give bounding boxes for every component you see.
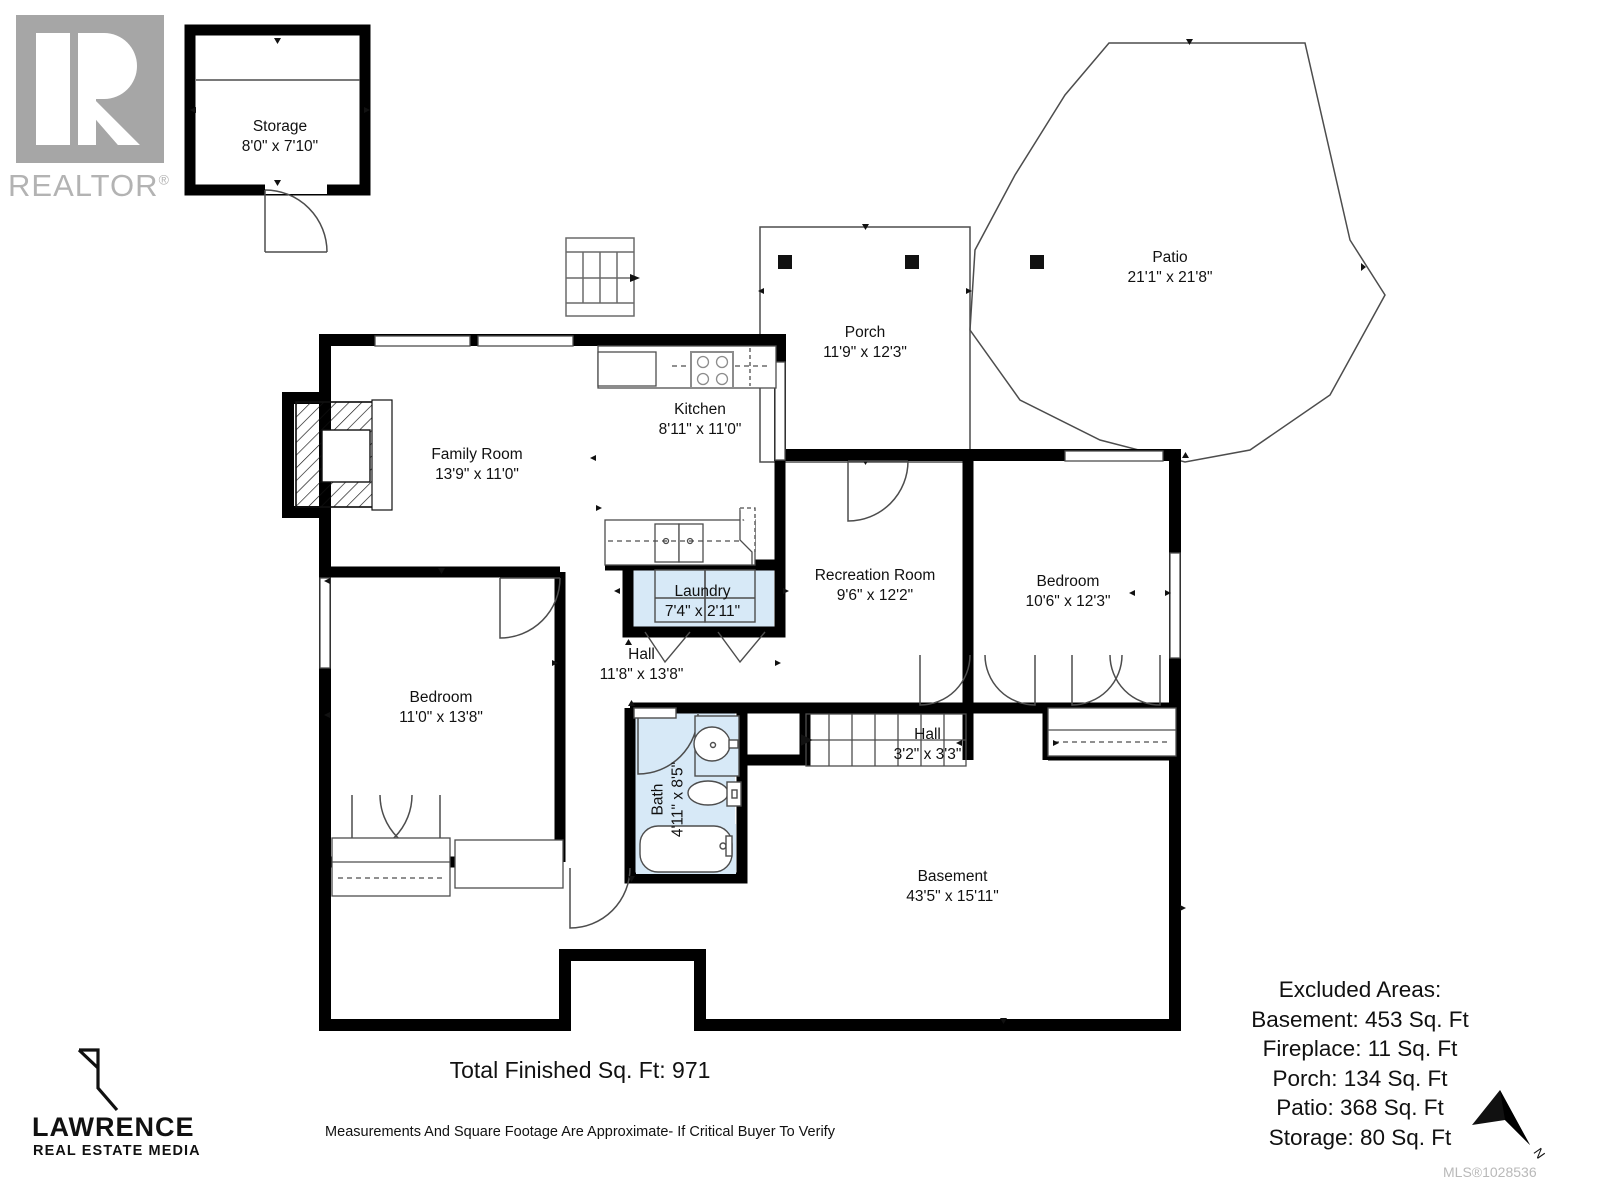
closet-shelves [331, 707, 1177, 897]
room-dims-bath: 4'11" x 8'5" [669, 761, 686, 838]
upper-stair-element [565, 237, 640, 317]
lawrence-subtitle: REAL ESTATE MEDIA [33, 1143, 201, 1159]
room-label-hall-main: Hall 11'8" x 13'8" [554, 645, 729, 684]
room-name-hall-small: Hall [914, 726, 941, 743]
room-dims-basement: 43'5" x 15'11" [906, 887, 999, 905]
room-name-porch: Porch [844, 324, 886, 341]
room-label-recreation: Recreation Room 9'6" x 12'2" [785, 566, 965, 605]
windows [319, 335, 1181, 669]
realtor-registered-icon: ® [158, 171, 170, 188]
laundry-appliances [654, 569, 756, 623]
fireplace [295, 399, 393, 511]
realtor-wordmark: REALTOR® [8, 168, 170, 204]
room-label-storage: Storage 8'0" x 7'10" [195, 117, 365, 156]
room-label-basement: Basement 43'5" x 15'11" [865, 867, 1040, 906]
bath-fixtures [633, 707, 742, 874]
room-name-laundry: Laundry [674, 583, 731, 600]
room-name-basement: Basement [917, 868, 988, 885]
room-label-porch: Porch 11'9" x 12'3" [780, 323, 950, 362]
room-name-family-room: Family Room [431, 446, 523, 463]
basement-stairs [800, 713, 967, 767]
room-dims-bedroom-right: 10'6" x 12'3" [1025, 592, 1111, 610]
house-outer-walls [282, 334, 1181, 1031]
excluded-area-fireplace: Fireplace: 11 Sq. Ft [1262, 1036, 1458, 1061]
porch-post [905, 255, 919, 269]
mls-watermark: MLS®1028536 [1443, 1164, 1537, 1180]
room-dims-hall-small: 3'2" x 3'3" [893, 745, 962, 763]
room-name-recreation: Recreation Room [814, 567, 936, 584]
room-label-family-room: Family Room 13'9" x 11'0" [387, 445, 567, 484]
room-name-bedroom-right: Bedroom [1036, 573, 1100, 590]
room-dims-hall-main: 11'8" x 13'8" [599, 665, 684, 683]
realtor-logo: REALTOR® [8, 10, 188, 203]
room-name-storage: Storage [252, 118, 308, 135]
excluded-area-basement: Basement: 453 Sq. Ft [1251, 1006, 1469, 1032]
room-label-hall-small: Hall 3'2" x 3'3" [845, 725, 1010, 764]
room-dims-kitchen: 8'11" x 11'0" [658, 420, 742, 438]
room-name-kitchen: Kitchen [674, 401, 726, 418]
room-name-bath: Bath [649, 783, 667, 816]
porch-post [778, 255, 792, 269]
room-name-bedroom-left: Bedroom [409, 689, 473, 706]
laundry-pointers [644, 631, 766, 664]
room-dims-recreation: 9'6" x 12'2" [836, 586, 914, 604]
excluded-area-porch: Porch: 134 Sq. Ft [1272, 1065, 1448, 1091]
lawrence-house-icon [77, 1048, 119, 1112]
room-label-patio: Patio 21'1" x 21'8" [1085, 248, 1255, 287]
room-dims-porch: 11'9" x 12'3" [823, 343, 907, 361]
excluded-areas-block: Excluded Areas: Basement: 453 Sq. Ft Fir… [1150, 975, 1570, 1152]
realtor-r-glyph [36, 33, 140, 145]
room-name-hall-main: Hall [628, 646, 655, 663]
room-dims-patio: 21'1" x 21'8" [1127, 268, 1213, 286]
storage-shed [184, 24, 371, 253]
total-finished-sqft: Total Finished Sq. Ft: 971 [449, 1057, 711, 1083]
room-label-laundry: Laundry 7'4" x 2'11" [615, 582, 790, 621]
porch-post [1030, 255, 1044, 269]
measurement-disclaimer: Measurements And Square Footage Are Appr… [325, 1124, 835, 1140]
excluded-area-storage: Storage: 80 Sq. Ft [1268, 1124, 1452, 1150]
realtor-word-text: REALTOR [8, 168, 159, 203]
room-dims-laundry: 7'4" x 2'11" [664, 602, 741, 620]
room-name-patio: Patio [1152, 249, 1188, 266]
room-dims-storage: 8'0" x 7'10" [241, 137, 319, 155]
room-label-bath: Bath 4'11" x 8'5" [649, 740, 688, 860]
room-label-kitchen: Kitchen 8'11" x 11'0" [615, 400, 785, 439]
kitchen-fittings [597, 345, 777, 566]
room-dims-bedroom-left: 11'0" x 13'8" [399, 708, 483, 726]
room-label-bedroom-left: Bedroom 11'0" x 13'8" [355, 688, 527, 727]
room-dims-family-room: 13'9" x 11'0" [435, 465, 519, 483]
room-label-bedroom-right: Bedroom 10'6" x 12'3" [978, 572, 1158, 611]
lawrence-logo: LAWRENCE REAL ESTATE MEDIA [32, 1040, 292, 1170]
excluded-area-patio: Patio: 368 Sq. Ft [1276, 1095, 1444, 1120]
dimension-arrows [324, 455, 1186, 1024]
lawrence-name: LAWRENCE [32, 1112, 195, 1142]
excluded-areas-title: Excluded Areas: [1278, 977, 1442, 1002]
